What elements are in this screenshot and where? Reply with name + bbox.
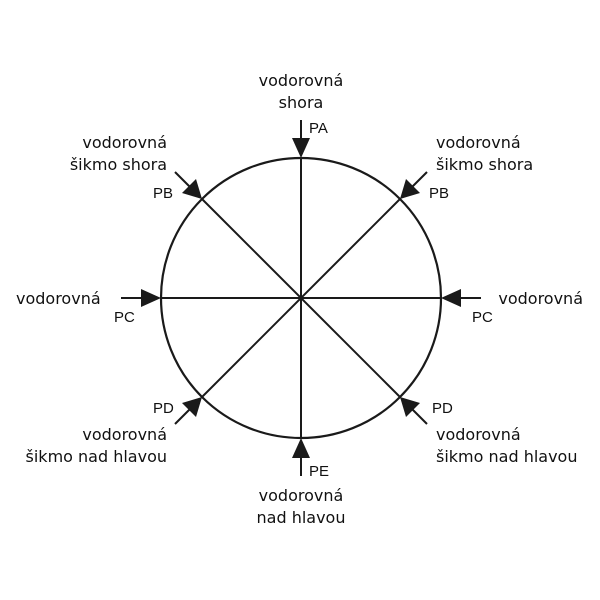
pc-left-desc: vodorovná bbox=[16, 289, 101, 308]
pd-right-desc-line2: šikmo nad hlavou bbox=[436, 447, 577, 466]
pb-right-desc-line1: vodorovná bbox=[436, 133, 521, 152]
pe-code: PE bbox=[309, 463, 329, 480]
pc-right-desc: vodorovná bbox=[498, 289, 583, 308]
arrow-pb-left bbox=[174, 171, 202, 199]
pb-left-code: PB bbox=[153, 185, 173, 202]
arrow-pd-left bbox=[174, 397, 202, 425]
pc-right-code: PC bbox=[472, 309, 493, 326]
pd-right-desc-line1: vodorovná bbox=[436, 425, 521, 444]
pd-left-code: PD bbox=[153, 400, 174, 417]
arrow-pb-right bbox=[400, 171, 428, 199]
pd-left-desc-line1: vodorovná bbox=[82, 425, 167, 444]
pb-left-desc-line1: vodorovná bbox=[82, 133, 167, 152]
arrow-pe bbox=[292, 438, 310, 476]
pe-desc-line1: vodorovná bbox=[259, 486, 344, 505]
pe-desc-line2: nad hlavou bbox=[257, 508, 346, 527]
arrow-pa bbox=[292, 120, 310, 158]
pa-desc-line1: vodorovná bbox=[259, 71, 344, 90]
pa-desc-line2: shora bbox=[279, 93, 324, 112]
pb-right-code: PB bbox=[429, 185, 449, 202]
pb-right-desc-line2: šikmo shora bbox=[436, 155, 533, 174]
diagonal-diameter-b bbox=[201, 198, 401, 398]
pc-left-code: PC bbox=[114, 309, 135, 326]
pb-left-desc-line2: šikmo shora bbox=[70, 155, 167, 174]
pd-left-desc-line2: šikmo nad hlavou bbox=[26, 447, 167, 466]
arrow-pc-right bbox=[441, 289, 481, 307]
pd-right-code: PD bbox=[432, 400, 453, 417]
arrow-pd-right bbox=[400, 397, 428, 425]
pa-code: PA bbox=[309, 120, 328, 137]
arrow-pc-left bbox=[121, 289, 161, 307]
